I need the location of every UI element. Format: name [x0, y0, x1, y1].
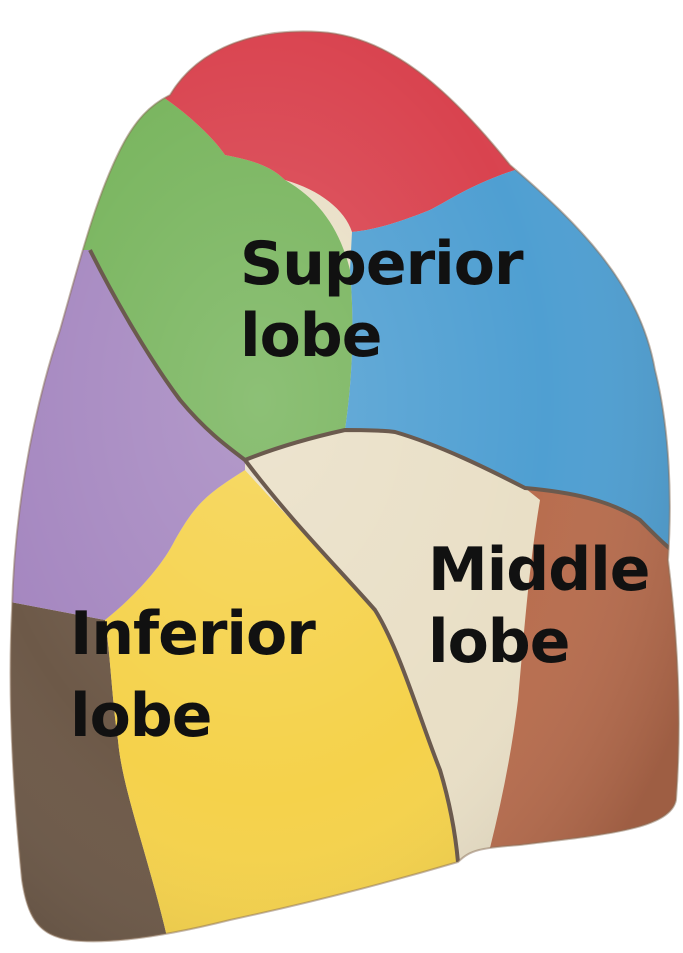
middle-lobe-label-line2: lobe — [428, 612, 649, 672]
inferior-lobe-label-line1: Inferior — [70, 604, 315, 664]
inferior-lobe-label-line2: lobe — [70, 686, 315, 746]
superior-lobe-label-line2: lobe — [240, 306, 523, 366]
middle-lobe-label-line1: Middle — [428, 540, 649, 600]
inferior-lobe-label: Inferior lobe — [70, 604, 315, 746]
superior-lobe-label: Superior lobe — [240, 234, 523, 366]
middle-lobe-label: Middle lobe — [428, 540, 649, 672]
superior-lobe-label-line1: Superior — [240, 234, 523, 294]
